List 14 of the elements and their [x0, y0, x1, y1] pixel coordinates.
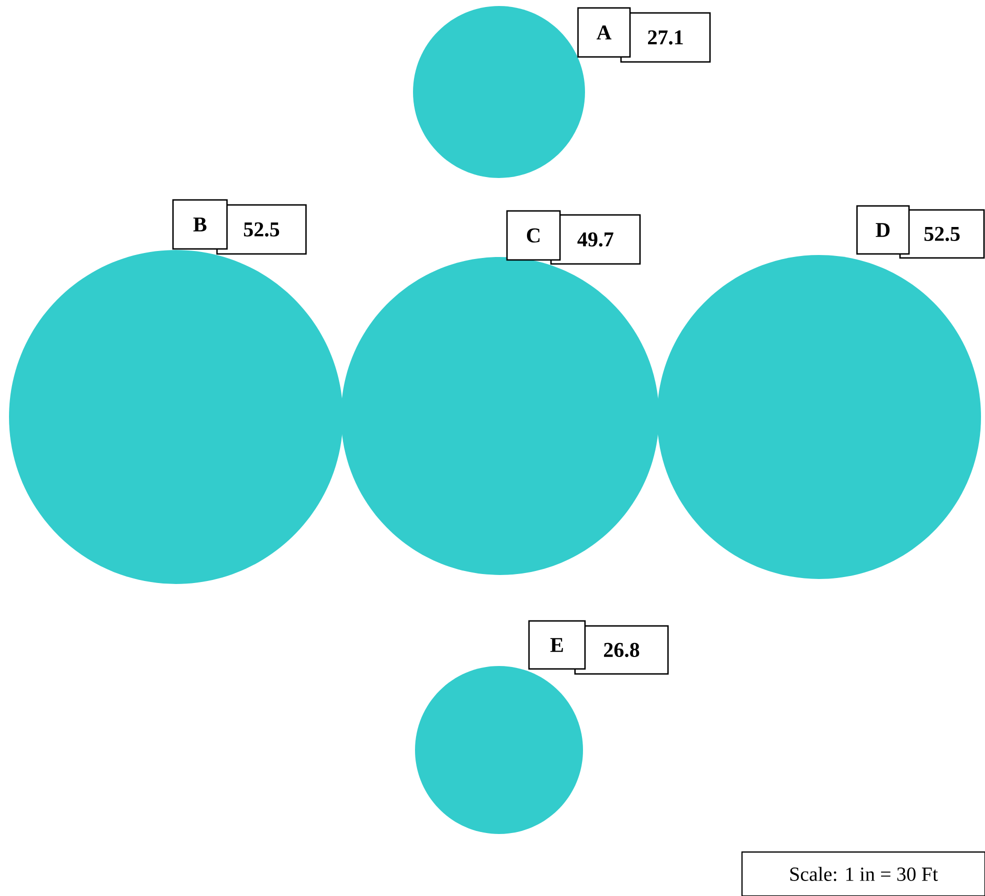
value-box: 49.7 — [550, 214, 641, 265]
label-box: A — [577, 7, 631, 58]
label-box: C — [506, 210, 561, 261]
value-box: 26.8 — [574, 625, 669, 675]
circle — [9, 250, 343, 584]
circle — [341, 256, 659, 575]
value-box: 27.1 — [620, 12, 711, 63]
label-box: E — [528, 620, 586, 670]
circle — [415, 666, 583, 834]
label-box: D — [856, 205, 910, 255]
circle — [413, 6, 585, 178]
circle — [657, 254, 981, 579]
scale-box: Scale: 1 in = 30 Ft — [741, 851, 985, 896]
label-box: B — [172, 199, 228, 250]
